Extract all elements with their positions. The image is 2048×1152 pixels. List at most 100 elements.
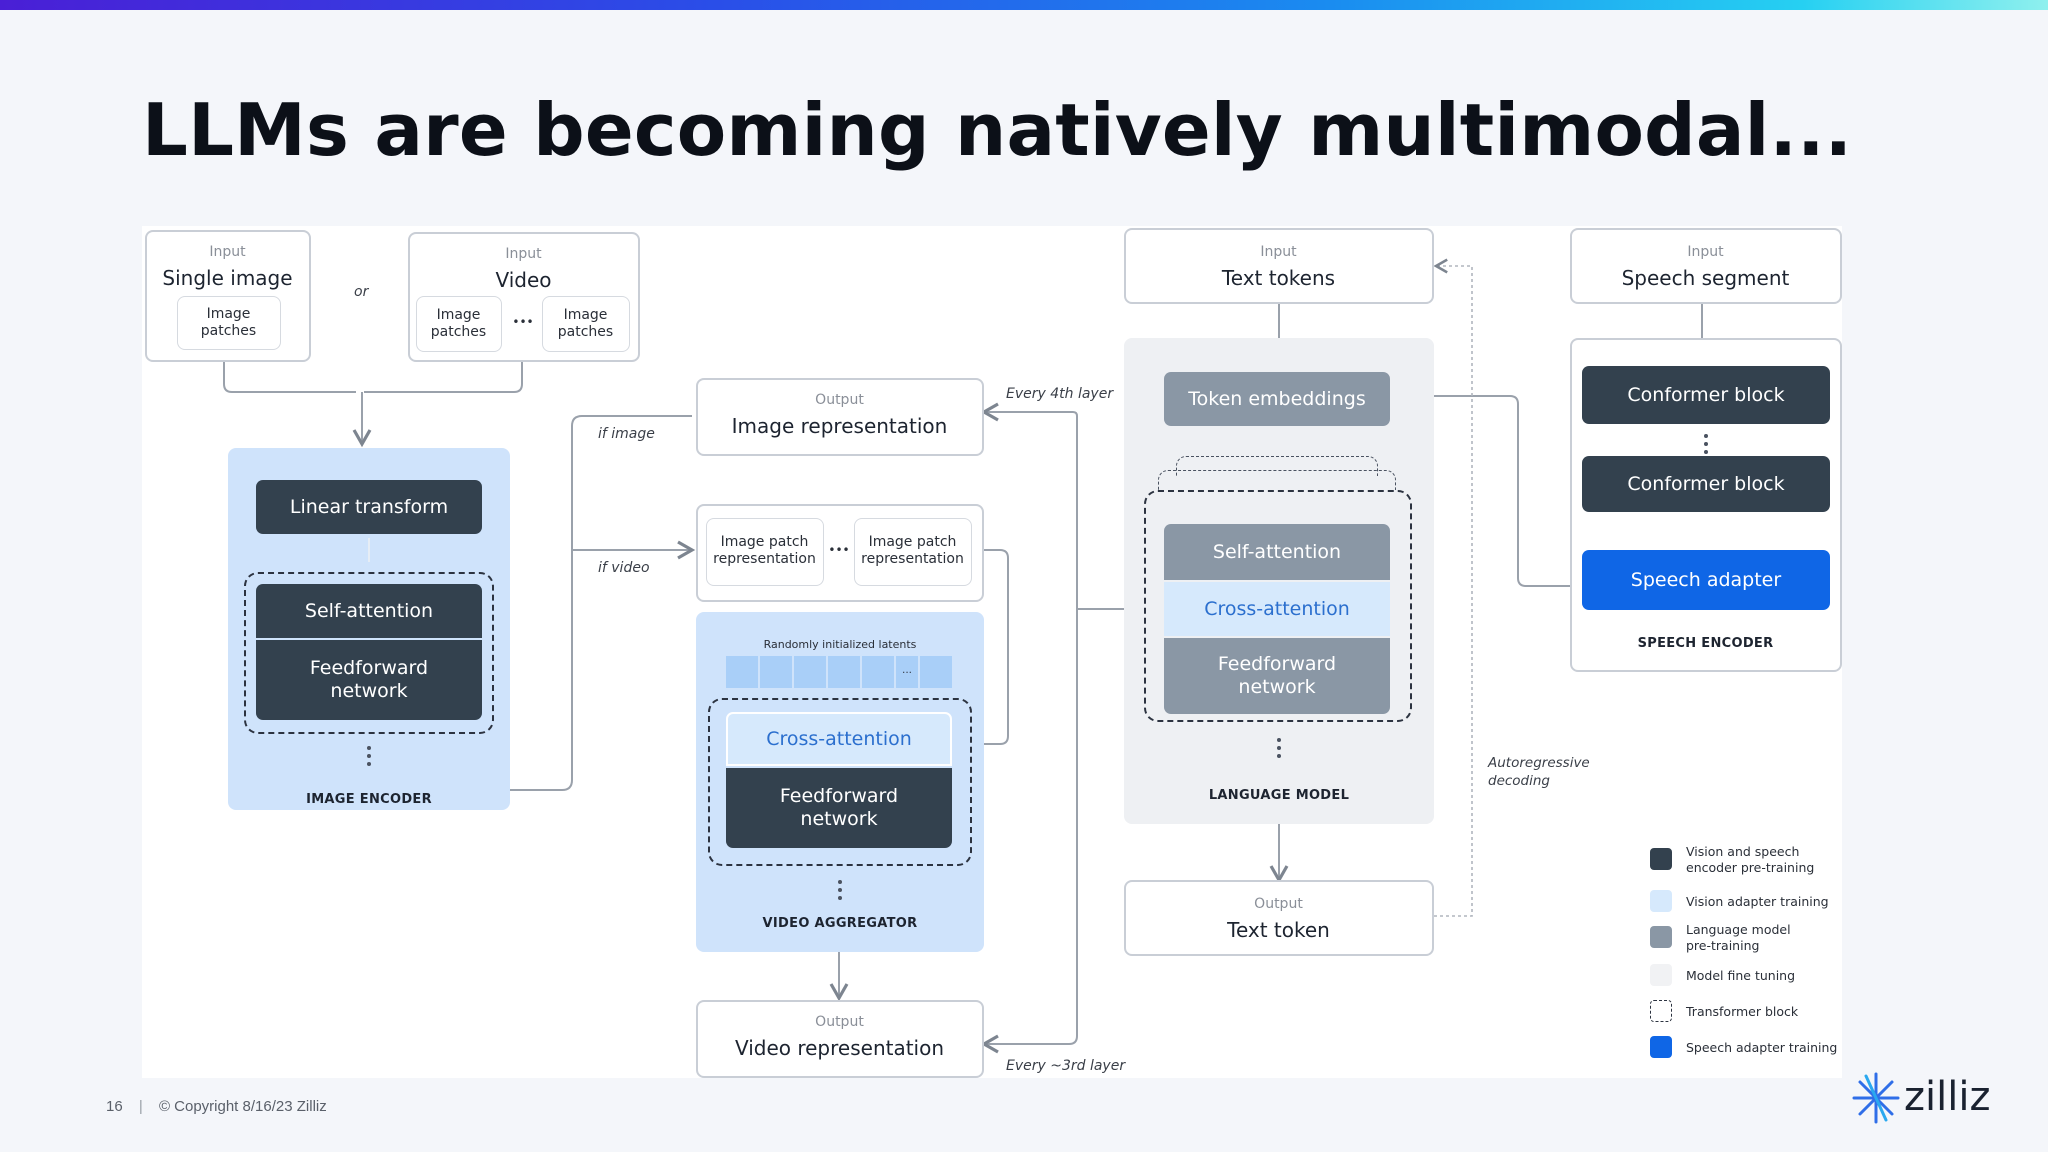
latent-cell bbox=[760, 656, 792, 688]
latent-cell bbox=[862, 656, 894, 688]
token-embeddings-block: Token embeddings bbox=[1164, 372, 1390, 426]
stacked-block-outline bbox=[1176, 456, 1378, 476]
speech-encoder-label: SPEECH ENCODER bbox=[1637, 636, 1774, 651]
cross-attention-block: Cross-attention bbox=[726, 712, 952, 766]
legend-swatch bbox=[1650, 1036, 1672, 1058]
vertical-ellipsis bbox=[838, 880, 842, 900]
image-patch-representation-box: Image patch representation ••• Image pat… bbox=[696, 504, 984, 602]
legend-label: Vision and speech encoder pre-training bbox=[1686, 844, 1815, 875]
footer-divider: | bbox=[138, 1098, 143, 1115]
multimodal-architecture-diagram: Input Single image Image patches or Inpu… bbox=[142, 226, 1842, 1078]
input-title: Text tokens bbox=[1221, 266, 1336, 290]
output-title: Image representation bbox=[731, 414, 948, 438]
copyright-text: © Copyright 8/16/23 Zilliz bbox=[158, 1098, 327, 1115]
legend-label: Speech adapter training bbox=[1686, 1040, 1838, 1055]
input-caption: Input bbox=[1260, 244, 1297, 260]
image-patch-representation-card: Image patch representation bbox=[706, 518, 824, 586]
brand-wordmark: zilliz bbox=[1904, 1074, 1991, 1120]
transformer-block-outline bbox=[244, 572, 494, 734]
legend-label: Vision adapter training bbox=[1686, 894, 1829, 909]
top-gradient-bar bbox=[0, 0, 2048, 10]
language-model-label: LANGUAGE MODEL bbox=[1208, 788, 1350, 803]
legend-label: Model fine tuning bbox=[1686, 968, 1796, 983]
vertical-ellipsis bbox=[1277, 738, 1281, 758]
latent-ellipsis: ... bbox=[896, 656, 918, 688]
image-patches-label: Image patches bbox=[200, 306, 257, 339]
speech-adapter-block: Speech adapter bbox=[1582, 550, 1830, 610]
output-text-token-box: Output Text token bbox=[1124, 880, 1434, 956]
conformer-block: Conformer block bbox=[1582, 366, 1830, 424]
output-caption: Output bbox=[815, 1014, 864, 1030]
linear-transform-block: Linear transform bbox=[256, 480, 482, 534]
legend-swatch bbox=[1650, 848, 1672, 870]
image-encoder-panel: Linear transform Self-attention Feedforw… bbox=[228, 448, 510, 810]
zilliz-logo: zilliz bbox=[1848, 1068, 1990, 1128]
latent-cell bbox=[828, 656, 860, 688]
legend-label: Language model pre-training bbox=[1686, 922, 1791, 953]
image-patches-box: Image patches bbox=[416, 296, 502, 352]
input-title: Speech segment bbox=[1621, 266, 1790, 290]
input-title: Video bbox=[495, 268, 552, 292]
video-aggregator-panel: Randomly initialized latents ... Cross-a… bbox=[696, 612, 984, 952]
feedforward-block: Feedforward network bbox=[1164, 638, 1390, 714]
self-attention-block: Self-attention bbox=[1164, 524, 1390, 580]
input-title: Single image bbox=[162, 266, 293, 290]
latent-cell bbox=[920, 656, 952, 688]
image-patches-label: Image patches bbox=[557, 307, 614, 340]
legend: Vision and speech encoder pre-training V… bbox=[1650, 842, 1842, 1078]
video-aggregator-label: VIDEO AGGREGATOR bbox=[762, 916, 918, 931]
image-patches-box: Image patches bbox=[542, 296, 630, 352]
slide-title: LLMs are becoming natively multimodal... bbox=[142, 88, 1853, 172]
image-patches-label: Image patches bbox=[430, 307, 487, 340]
input-caption: Input bbox=[1687, 244, 1724, 260]
image-patch-representation-card: Image patch representation bbox=[854, 518, 972, 586]
input-single-image-box: Input Single image Image patches bbox=[145, 230, 311, 362]
output-caption: Output bbox=[815, 392, 864, 408]
self-attention-block: Self-attention bbox=[256, 584, 482, 638]
transformer-block-outline bbox=[708, 698, 972, 866]
conformer-block: Conformer block bbox=[1582, 456, 1830, 512]
legend-label: Transformer block bbox=[1686, 1004, 1799, 1019]
output-title: Video representation bbox=[734, 1036, 945, 1060]
input-caption: Input bbox=[505, 246, 542, 262]
if-image-label: if image bbox=[598, 426, 655, 442]
slide-footer: 16 | © Copyright 8/16/23 Zilliz bbox=[106, 1098, 327, 1115]
latent-cell bbox=[726, 656, 758, 688]
every-3rd-layer-label: Every ~3rd layer bbox=[1006, 1058, 1126, 1074]
vertical-ellipsis bbox=[1704, 434, 1708, 454]
latent-cell bbox=[794, 656, 826, 688]
latents-label: Randomly initialized latents bbox=[763, 638, 917, 651]
or-label: or bbox=[354, 284, 369, 300]
output-image-representation-box: Output Image representation bbox=[696, 378, 984, 456]
latents-row: ... bbox=[726, 656, 954, 688]
zilliz-star-icon bbox=[1852, 1072, 1900, 1124]
legend-swatch bbox=[1650, 1000, 1672, 1022]
feedforward-block: Feedforward network bbox=[256, 640, 482, 720]
image-encoder-arrows bbox=[367, 538, 371, 766]
image-encoder-label: IMAGE ENCODER bbox=[306, 792, 432, 807]
ellipsis: ••• bbox=[828, 543, 850, 557]
legend-swatch bbox=[1650, 926, 1672, 948]
input-speech-segment-box: Input Speech segment bbox=[1570, 228, 1842, 304]
speech-encoder-panel: Conformer block Conformer block Speech a… bbox=[1570, 338, 1842, 672]
legend-swatch bbox=[1650, 964, 1672, 986]
input-video-box: Input Video Image patches ••• Image patc… bbox=[408, 232, 640, 362]
image-patches-box: Image patches bbox=[177, 296, 281, 350]
output-caption: Output bbox=[1254, 896, 1303, 912]
output-title: Text token bbox=[1227, 918, 1330, 942]
stacked-block-outline bbox=[1158, 470, 1396, 490]
page-number: 16 bbox=[106, 1098, 123, 1115]
ellipsis: ••• bbox=[512, 315, 534, 329]
output-video-representation-box: Output Video representation bbox=[696, 1000, 984, 1078]
input-caption: Input bbox=[209, 244, 246, 260]
cross-attention-block: Cross-attention bbox=[1164, 582, 1390, 636]
input-text-tokens-box: Input Text tokens bbox=[1124, 228, 1434, 304]
image-patch-representation-label: Image patch representation bbox=[861, 534, 964, 567]
transformer-block-outline bbox=[1144, 490, 1412, 722]
if-video-label: if video bbox=[598, 560, 650, 576]
image-patch-representation-label: Image patch representation bbox=[713, 534, 816, 567]
every-4th-layer-label: Every 4th layer bbox=[1006, 386, 1114, 402]
autoregressive-decoding-label: Autoregressive decoding bbox=[1488, 755, 1590, 789]
feedforward-block: Feedforward network bbox=[726, 768, 952, 848]
language-model-panel: Token embeddings Self-attention Cross-at… bbox=[1124, 338, 1434, 824]
